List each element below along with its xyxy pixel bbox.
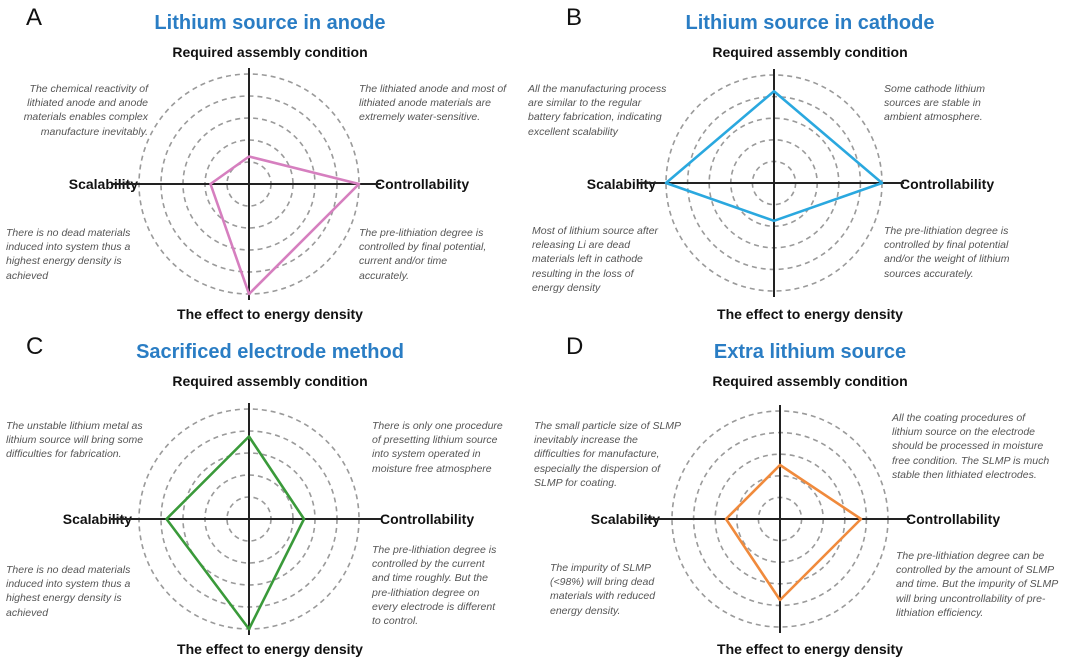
note-bottom-right: The pre-lithiation degree is controlled … (359, 227, 487, 282)
axis-label-left: Scalability (590, 511, 660, 527)
axis-label-top: Required assembly condition (712, 44, 908, 60)
note-top-left: The small particle size of SLMP inevitab… (534, 420, 681, 489)
panel-c: C Sacrificed electrode method Required a… (0, 329, 540, 658)
note-bottom-left: Most of lithium source after releasing L… (532, 225, 659, 294)
panel-title: Lithium source in cathode (685, 12, 935, 34)
axis-label-left: Scalability (586, 176, 656, 192)
panel-letter: C (26, 333, 44, 360)
radar-chart (638, 69, 904, 297)
axis-label-top: Required assembly condition (712, 373, 908, 389)
panel-title: Lithium source in anode (154, 12, 386, 34)
axis-label-right: Controllability (900, 176, 995, 192)
note-top-left: The unstable lithium metal as lithium so… (6, 420, 144, 461)
panel-title: Sacrificed electrode method (136, 341, 404, 363)
note-top-right: The lithiated anode and most of lithiate… (359, 83, 507, 124)
series-polygon (724, 463, 863, 602)
panel-a: A Lithium source in anode Required assem… (0, 0, 540, 329)
radar-chart (111, 68, 381, 300)
panel-title: Extra lithium source (713, 341, 907, 363)
note-top-right: All the coating procedures of lithium so… (892, 412, 1050, 481)
panel-letter: D (566, 333, 584, 360)
panel-b: B Lithium source in cathode Required ass… (528, 0, 1080, 329)
note-bottom-right: The pre-lithiation degree is controlled … (884, 225, 1010, 280)
radar-chart (111, 403, 381, 635)
axis-label-top: Required assembly condition (172, 44, 368, 60)
axis-label-right: Controllability (375, 176, 470, 192)
axis-label-bottom: The effect to energy density (177, 641, 363, 657)
note-top-left: The chemical reactivity of lithiated ano… (23, 83, 148, 138)
radar-chart (644, 405, 910, 633)
panel-letter: B (566, 4, 583, 31)
note-top-right: There is only one procedure of presettin… (372, 420, 503, 475)
series-polygon (209, 155, 361, 296)
axis-label-top: Required assembly condition (172, 373, 368, 389)
note-bottom-left: There is no dead materials induced into … (6, 227, 131, 282)
axis-label-left: Scalability (62, 511, 132, 527)
axis-label-bottom: The effect to energy density (717, 641, 903, 657)
axis-label-bottom: The effect to energy density (177, 306, 363, 322)
series-polygon (165, 435, 306, 631)
axis-label-left: Scalability (68, 176, 138, 192)
axis-label-bottom: The effect to energy density (717, 306, 903, 322)
note-top-right: Some cathode lithium sources are stable … (884, 83, 985, 124)
panel-letter: A (26, 4, 43, 31)
note-top-left: All the manufacturing process are simila… (528, 83, 667, 138)
note-bottom-left: The impurity of SLMP (<98%) will bring d… (550, 562, 656, 617)
note-bottom-right: The pre-lithiation degree is controlled … (372, 544, 497, 628)
axis-label-right: Controllability (906, 511, 1001, 527)
series-polygon (664, 89, 884, 223)
note-bottom-left: There is no dead materials induced into … (6, 564, 131, 619)
panel-d: D Extra lithium source Required assembly… (534, 329, 1080, 658)
note-bottom-right: The pre-lithiation degree can be control… (896, 550, 1058, 619)
axis-label-right: Controllability (380, 511, 475, 527)
